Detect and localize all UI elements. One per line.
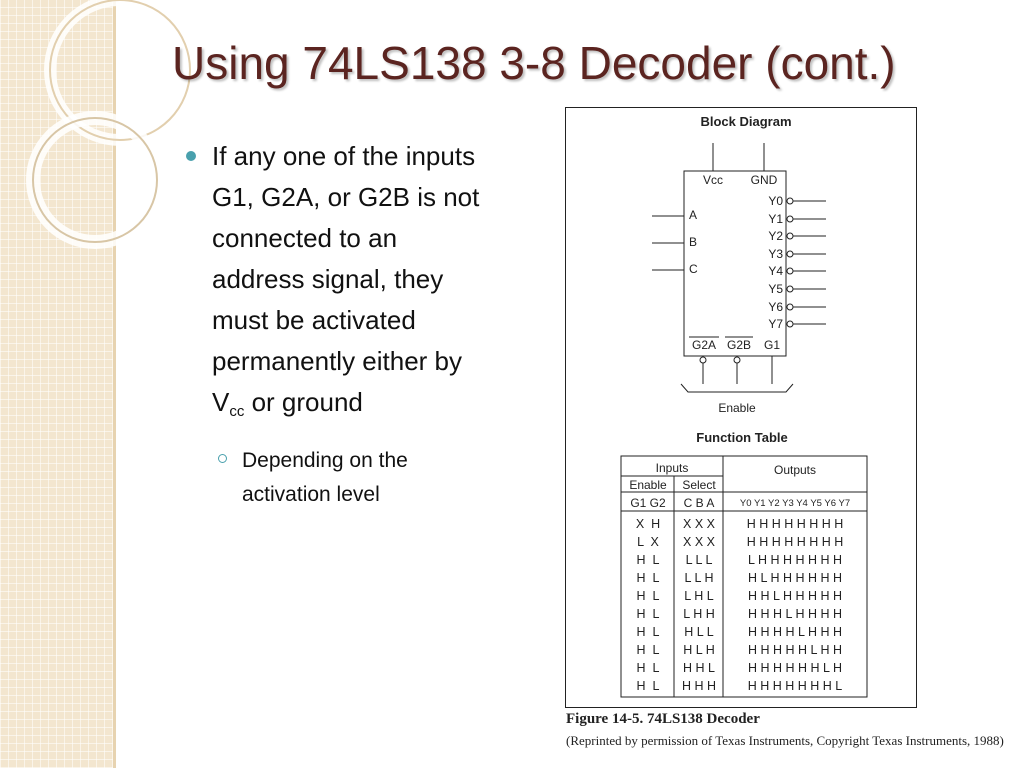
svg-text:X H: X H (636, 517, 660, 531)
col-outputs: Y0 Y1 Y2 Y3 Y4 Y5 Y6 Y7 (740, 498, 850, 509)
svg-text:H L: H L (637, 571, 660, 585)
decoder-figure: Block Diagram Vcc GND A B C Y0 Y1 Y2 Y3 … (620, 114, 868, 698)
svg-text:H H H H L H H H: H H H H L H H H (748, 625, 842, 639)
outputs-group: Y0 Y1 Y2 Y3 Y4 Y5 Y6 Y7 (768, 194, 783, 331)
table-row: H L H L L H H H H L H H H (637, 625, 842, 639)
svg-text:L L L: L L L (686, 553, 713, 567)
svg-text:H L: H L (637, 679, 660, 693)
svg-text:L H H: L H H (683, 607, 715, 621)
bullet-sub-text: Depending on the activation level (242, 449, 408, 506)
bullet-main-tail: or ground (244, 387, 363, 417)
decoder-block (683, 170, 787, 357)
output-y5: Y5 (768, 282, 783, 296)
svg-text:H L: H L (637, 625, 660, 639)
hdr-select: Select (682, 478, 716, 492)
figure-caption: Figure 14-5. 74LS138 Decoder (Reprinted … (566, 710, 1006, 749)
output-y7: Y7 (768, 317, 783, 331)
bullet-main: If any one of the inputs G1, G2A, or G2B… (186, 136, 486, 432)
function-table-title: Function Table (696, 430, 787, 445)
svg-text:L H L: L H L (684, 589, 713, 603)
hdr-enable: Enable (629, 478, 667, 492)
input-b-label: B (689, 235, 697, 249)
svg-text:H L: H L (637, 643, 660, 657)
svg-text:H L L: H L L (684, 625, 713, 639)
col-select: C B A (684, 496, 715, 510)
hdr-outputs: Outputs (774, 463, 816, 477)
table-row: H L H H H H H H H H H H L (637, 679, 843, 693)
enable-g2a: G2A (692, 338, 716, 352)
svg-text:L X: L X (637, 535, 659, 549)
table-row: L X X X X H H H H H H H H (637, 535, 843, 549)
svg-text:H L: H L (637, 553, 660, 567)
table-row: H L L L H H L H H H H H H (637, 571, 842, 585)
output-y3: Y3 (768, 247, 783, 261)
svg-text:H H H H H H H L: H H H H H H H L (748, 679, 843, 693)
svg-text:H H H H H H H H: H H H H H H H H (747, 535, 844, 549)
bullet-ring-icon (218, 454, 227, 463)
vcc-label: Vcc (703, 173, 723, 187)
gnd-label: GND (751, 173, 778, 187)
caption-sub: (Reprinted by permission of Texas Instru… (566, 733, 1004, 748)
band-edge (113, 0, 116, 768)
output-y1: Y1 (768, 212, 783, 226)
bullet-sub: Depending on the activation level (186, 444, 486, 512)
svg-text:H H L H H H H H: H H L H H H H H (748, 589, 842, 603)
enable-g2b: G2B (727, 338, 751, 352)
svg-text:H H H H H L H H: H H H H H L H H (748, 643, 842, 657)
table-row: H L H H L H H H H H H L H (637, 661, 842, 675)
svg-text:H H L: H H L (683, 661, 715, 675)
decorative-rings (26, 0, 196, 249)
output-y6: Y6 (768, 300, 783, 314)
svg-text:H L: H L (637, 607, 660, 621)
slide-title: Using 74LS138 3-8 Decoder (cont.) (172, 37, 896, 89)
svg-text:H L: H L (637, 589, 660, 603)
bullet-main-text: If any one of the inputs G1, G2A, or G2B… (212, 141, 480, 417)
svg-text:X X X: X X X (683, 535, 716, 549)
block-diagram-title: Block Diagram (700, 114, 791, 129)
bullet-dot-icon (186, 151, 196, 161)
table-row: H L L H H H H H L H H H H (637, 607, 842, 621)
svg-text:H L: H L (637, 661, 660, 675)
svg-text:H L H H H H H H: H L H H H H H H (748, 571, 842, 585)
table-row: H L L H L H H L H H H H H (637, 589, 842, 603)
svg-text:H H H H H H L H: H H H H H H L H (748, 661, 842, 675)
svg-text:H L H: H L H (683, 643, 715, 657)
bullet-list: If any one of the inputs G1, G2A, or G2B… (186, 136, 486, 512)
figure-box: Block Diagram Vcc GND A B C Y0 Y1 Y2 Y3 … (565, 107, 917, 708)
hdr-inputs: Inputs (656, 461, 689, 475)
input-a-label: A (689, 208, 697, 222)
table-row: H L H L H H H H H H L H H (637, 643, 842, 657)
caption-main: Figure 14-5. 74LS138 Decoder (566, 711, 760, 727)
output-y0: Y0 (768, 194, 783, 208)
table-row: H L L L L L H H H H H H H (637, 553, 842, 567)
enable-g1: G1 (764, 338, 780, 352)
svg-text:H H H H H H H H: H H H H H H H H (747, 517, 844, 531)
svg-text:X X X: X X X (683, 517, 716, 531)
table-row: X H X X X H H H H H H H H (636, 517, 843, 531)
enable-label: Enable (718, 401, 756, 415)
svg-text:L L H: L L H (685, 571, 714, 585)
table-body: X H X X X H H H H H H H H L X X X X H H … (636, 517, 843, 693)
svg-text:H H H L H H H H: H H H L H H H H (748, 607, 842, 621)
col-enable: G1 G2 (630, 496, 666, 510)
input-c-label: C (689, 262, 698, 276)
bullet-subscript: cc (229, 403, 245, 420)
output-y2: Y2 (768, 229, 783, 243)
svg-text:L H H H H H H H: L H H H H H H H (748, 553, 842, 567)
output-y4: Y4 (768, 264, 783, 278)
svg-text:H H H: H H H (682, 679, 716, 693)
